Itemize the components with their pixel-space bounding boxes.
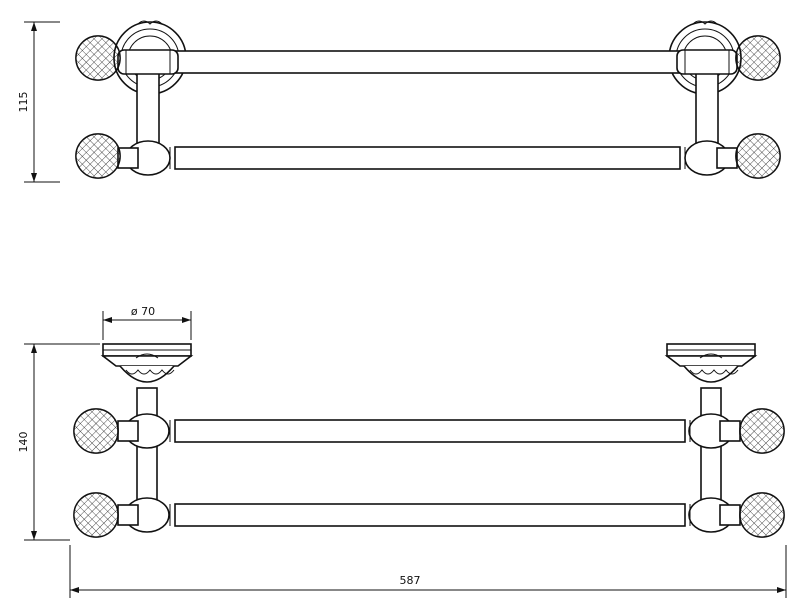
dimension-label: ø 70 (131, 305, 155, 318)
knob-icon (739, 492, 785, 538)
dimension-diameter: ø 70 (102, 305, 192, 340)
knob-icon (735, 133, 781, 179)
front-lower-bar (117, 497, 741, 533)
top-upper-bar (117, 49, 738, 75)
knob-icon (735, 35, 781, 81)
rosette-left (100, 343, 194, 383)
top-lower-bar (117, 140, 738, 176)
front-view: ø 70 140 587 (17, 305, 787, 598)
dimension-height-top: 115 (17, 21, 60, 183)
dimension-label: 587 (400, 574, 421, 587)
knob-icon (73, 408, 119, 454)
knob-icon (75, 35, 121, 81)
front-upper-bar (117, 413, 741, 449)
dimension-height-bottom: 140 (17, 343, 100, 541)
knob-icon (75, 133, 121, 179)
dimension-label: 140 (17, 432, 30, 453)
dimension-label: 115 (17, 92, 30, 113)
knob-icon (73, 492, 119, 538)
rosette-right (664, 343, 758, 383)
top-view: 115 (17, 20, 781, 183)
knob-icon (739, 408, 785, 454)
dimension-width: 587 (69, 545, 787, 598)
